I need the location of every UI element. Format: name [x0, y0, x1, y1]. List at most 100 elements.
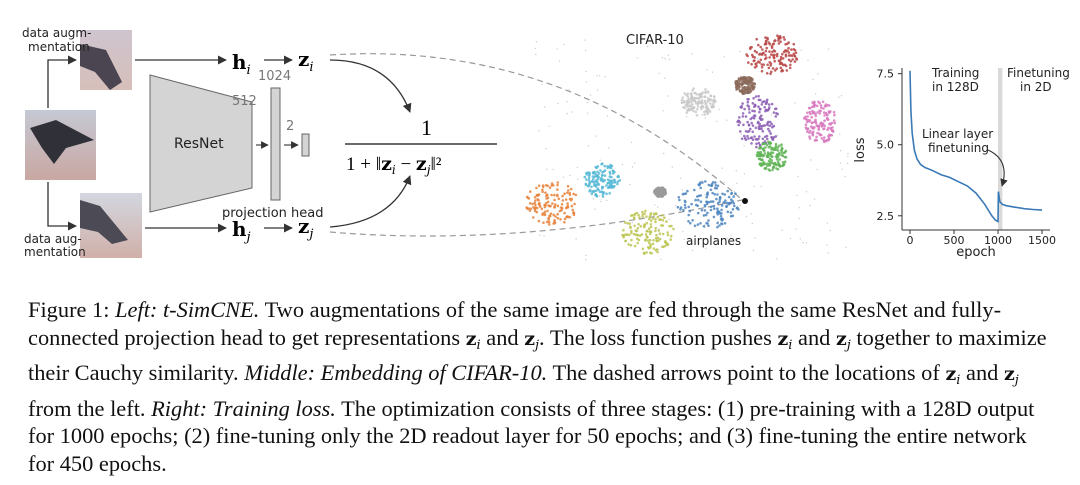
- embedding-point: [717, 220, 719, 223]
- embedding-point: [747, 129, 751, 133]
- embedding-point: [763, 140, 767, 143]
- embedding-point: [643, 223, 647, 227]
- embedding-point: [742, 123, 745, 127]
- embedding-point: [749, 117, 752, 121]
- embedding-point: [808, 131, 811, 134]
- embedding-point: [781, 52, 784, 56]
- embedding-point: [826, 118, 830, 121]
- embedding-point: [761, 148, 765, 151]
- embedding-point: [627, 243, 630, 246]
- embedding-point: [772, 111, 776, 114]
- embedding-point: [686, 92, 690, 95]
- embedding-point: [785, 69, 789, 72]
- embedding-point: [544, 191, 547, 194]
- embedding-point: [753, 85, 756, 89]
- embedding-point: [541, 188, 544, 192]
- embedding-point: [603, 178, 606, 182]
- embedding-point: [764, 53, 767, 57]
- embedding-point: [559, 218, 562, 221]
- embedding-point: [709, 188, 713, 192]
- embedding-point: [576, 166, 579, 169]
- embedding-point: [751, 102, 755, 105]
- embedding-point: [758, 135, 761, 138]
- embedding-point: [587, 145, 590, 147]
- x-tick-label: 0: [907, 234, 914, 247]
- embedding-point: [607, 185, 611, 189]
- embedding-point: [815, 124, 819, 128]
- embedding-point: [606, 165, 609, 168]
- embedding-point: [720, 212, 723, 215]
- embedding-point: [601, 178, 604, 182]
- embedding-point: [592, 190, 595, 194]
- embedding-point: [822, 138, 825, 142]
- embedding-point: [640, 233, 644, 236]
- embedding-point: [654, 192, 657, 196]
- embedding-point: [637, 223, 640, 226]
- embedding-point: [601, 173, 604, 177]
- embedding-point: [596, 187, 600, 190]
- embedding-point: [736, 80, 739, 83]
- embedding-point: [776, 34, 779, 37]
- embedding-point: [599, 159, 601, 161]
- embedding-point: [770, 53, 773, 56]
- embedding-point: [754, 62, 757, 66]
- embedding-point: [689, 101, 693, 104]
- embedding-point: [774, 155, 778, 158]
- embedding-point: [769, 62, 773, 65]
- embedding-point: [531, 202, 534, 206]
- embedding-point: [699, 181, 702, 184]
- embedding-point: [709, 98, 712, 101]
- embedding-point: [764, 162, 767, 165]
- embedding-point: [599, 169, 602, 172]
- embedding-point: [693, 97, 696, 100]
- embedding-point: [742, 75, 745, 79]
- embedding-point: [761, 137, 765, 141]
- embedding-point: [548, 186, 552, 189]
- embedding-point: [572, 192, 575, 196]
- embedding-point: [814, 114, 818, 118]
- embedding-point: [605, 184, 608, 187]
- embedding-point: [538, 130, 540, 132]
- embedding-point: [766, 38, 769, 41]
- embedding-point: [763, 142, 767, 145]
- embedding-point: [755, 37, 758, 41]
- embedding-point: [713, 207, 716, 210]
- projection-layer-2: [301, 133, 310, 157]
- embedding-point: [846, 162, 849, 165]
- embedding-point: [716, 225, 719, 229]
- embedding-point: [595, 183, 599, 186]
- embedding-point: [699, 186, 702, 190]
- embedding-point: [711, 181, 715, 184]
- embedding-point: [770, 114, 773, 116]
- embedding-point: [680, 177, 682, 179]
- embedding-point: [746, 91, 750, 94]
- embedding-point: [569, 174, 571, 177]
- embedding-point: [775, 159, 777, 161]
- embedding-point: [704, 117, 706, 119]
- embedding-point: [681, 189, 683, 191]
- embedding-point: [623, 233, 626, 237]
- embedding-point: [809, 204, 811, 207]
- embedding-point: [828, 133, 831, 137]
- embedding-point: [596, 89, 599, 91]
- embedding-point: [829, 128, 833, 131]
- embedding-point: [654, 217, 657, 221]
- embedding-point: [828, 104, 831, 107]
- embedding-point: [753, 82, 756, 85]
- embedding-point: [534, 199, 537, 202]
- stage1-label-2: in 128D: [932, 80, 979, 94]
- embedding-point: [748, 111, 751, 114]
- embedding-point: [529, 190, 532, 193]
- embedding-point: [841, 168, 843, 170]
- embedding-point: [771, 168, 774, 172]
- embedding-point: [636, 57, 638, 59]
- embedding-point: [670, 224, 673, 228]
- aug-arrow-top: [47, 55, 77, 108]
- embedding-point: [764, 108, 768, 112]
- embedding-point: [782, 36, 785, 39]
- embedding-point: [664, 57, 666, 60]
- embedding-point: [772, 55, 776, 59]
- embedding-point: [556, 181, 560, 184]
- embedding-point: [770, 122, 773, 126]
- annotation-label-2: finetuning: [928, 141, 989, 155]
